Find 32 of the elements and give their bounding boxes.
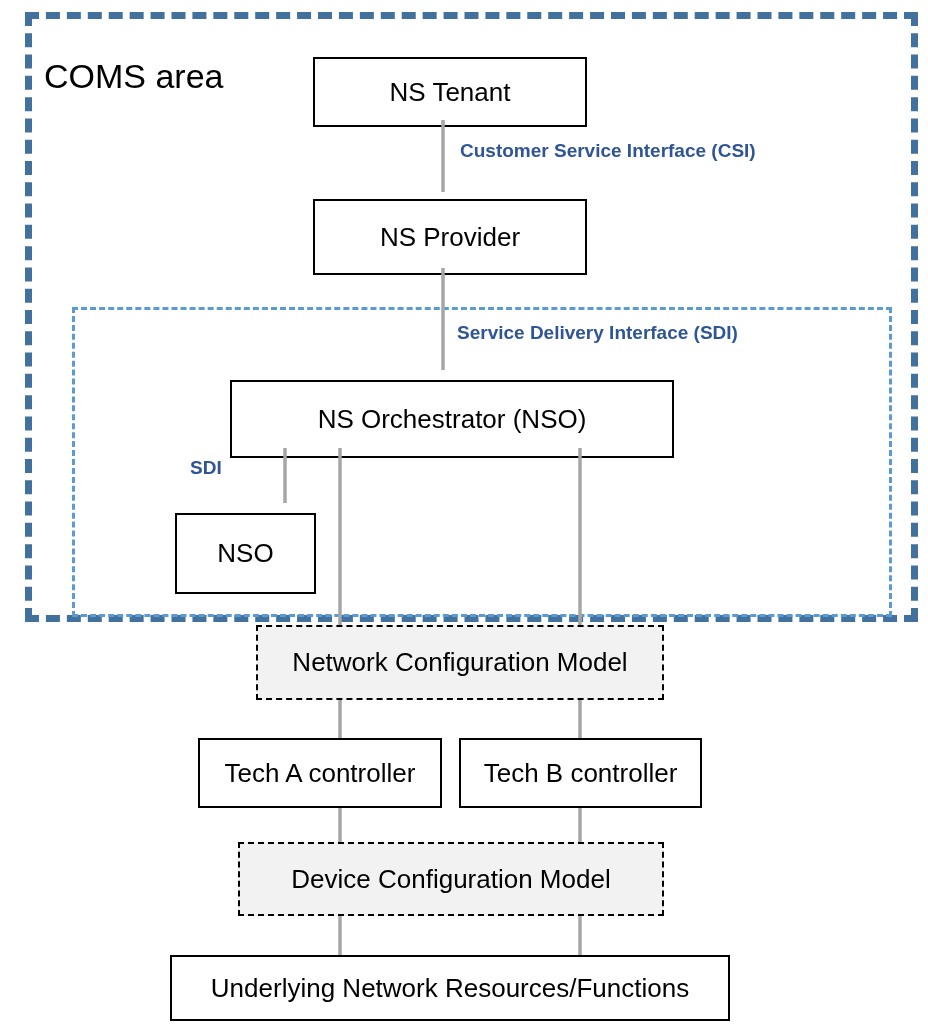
connector-line	[338, 700, 342, 738]
process-box	[170, 955, 730, 1021]
box-label: NS Orchestrator (NSO)	[317, 403, 587, 435]
box-label: Underlying Network Resources/Functions	[210, 972, 690, 1004]
box-label: Network Configuration Model	[292, 647, 628, 678]
connector-line	[578, 916, 582, 955]
process-box	[198, 738, 442, 808]
process-box	[230, 380, 674, 458]
box-label: NS Provider	[379, 221, 521, 253]
box-label: NSO	[217, 538, 274, 569]
box-label: Tech B controller	[483, 757, 678, 789]
process-box	[459, 738, 702, 808]
box-label: NS Tenant	[389, 76, 511, 108]
group-boundary	[72, 307, 892, 617]
connector-line	[578, 448, 582, 625]
area-label: COMS area	[44, 57, 224, 96]
model-box	[238, 842, 664, 916]
connector-line	[441, 120, 445, 192]
connector-line	[578, 700, 582, 738]
connector-line	[338, 808, 342, 842]
connector-line	[578, 808, 582, 842]
box-label: Device Configuration Model	[291, 863, 611, 895]
process-box	[175, 513, 316, 594]
model-box	[256, 625, 664, 700]
connector-line	[338, 448, 342, 625]
connector-line	[441, 268, 445, 370]
box-label: Tech A controller	[224, 757, 416, 789]
area-boundary	[25, 12, 918, 622]
process-box	[313, 57, 587, 127]
connector-line	[338, 916, 342, 955]
process-box	[313, 199, 587, 275]
connector-line	[283, 448, 287, 503]
